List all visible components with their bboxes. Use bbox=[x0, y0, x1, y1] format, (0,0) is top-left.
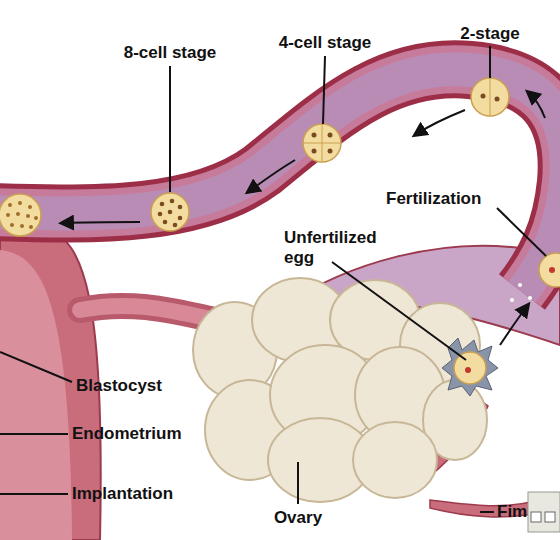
leader-line bbox=[0, 46, 546, 512]
eight-cell-embryo bbox=[151, 193, 189, 231]
stage-label: 2-stage bbox=[460, 24, 520, 44]
window-icon bbox=[528, 492, 560, 532]
two-cell-embryo bbox=[471, 78, 509, 116]
eight-cell-embryo bbox=[173, 223, 178, 228]
four-cell-embryo bbox=[312, 133, 317, 138]
four-cell-embryo bbox=[303, 124, 341, 162]
unfertilized-egg bbox=[442, 338, 498, 396]
morula bbox=[34, 216, 38, 220]
unfertilized-egg bbox=[465, 367, 471, 373]
two-cell-embryo bbox=[471, 78, 509, 116]
fallopian-tube bbox=[0, 69, 560, 292]
fertilized-egg bbox=[528, 296, 532, 300]
leader-line bbox=[0, 352, 72, 382]
leader-line bbox=[0, 493, 68, 495]
leader-line bbox=[323, 56, 325, 124]
fertilized-egg bbox=[539, 253, 560, 287]
process-label: Implantation bbox=[72, 484, 173, 504]
eight-cell-embryo bbox=[163, 220, 168, 225]
leader-line bbox=[332, 262, 466, 360]
leader-line bbox=[297, 462, 299, 504]
fallopian-tube bbox=[0, 69, 560, 292]
unfertilized-egg bbox=[442, 338, 498, 396]
four-cell-embryo bbox=[328, 133, 333, 138]
fertilized-egg bbox=[549, 267, 555, 273]
window-icon bbox=[531, 512, 541, 522]
eight-cell-embryo bbox=[178, 205, 183, 210]
eight-cell-embryo bbox=[178, 216, 183, 221]
leader-line bbox=[497, 208, 546, 256]
eight-cell-embryo bbox=[170, 199, 175, 204]
four-cell-embryo bbox=[303, 124, 341, 162]
part-label: Blastocyst bbox=[76, 376, 162, 396]
morula bbox=[18, 201, 22, 205]
fertilized-egg bbox=[510, 298, 514, 302]
morula bbox=[8, 203, 12, 207]
ovary bbox=[353, 422, 437, 498]
movement-arrow bbox=[500, 305, 528, 345]
morula bbox=[28, 205, 32, 209]
four-cell-embryo bbox=[312, 149, 317, 154]
movement-arrow bbox=[415, 110, 465, 135]
ovarian-ligament bbox=[80, 306, 215, 320]
window-icon bbox=[545, 512, 555, 522]
eight-cell-embryo bbox=[151, 193, 189, 231]
four-cell-embryo bbox=[328, 149, 333, 154]
movement-arrow bbox=[248, 160, 295, 192]
fertilized-egg bbox=[510, 253, 560, 302]
fertilized-egg bbox=[518, 283, 522, 287]
four-cell-embryo bbox=[322, 125, 323, 161]
part-label: Fim bbox=[497, 502, 527, 522]
window-icon bbox=[528, 492, 560, 532]
part-label: Endometrium bbox=[72, 424, 182, 444]
ovarian-ligament bbox=[80, 306, 215, 320]
two-cell-embryo bbox=[495, 97, 500, 102]
stage-label: 8-cell stage bbox=[124, 43, 217, 63]
leader-line bbox=[480, 511, 494, 513]
morula bbox=[0, 194, 41, 236]
movement-arrow bbox=[62, 92, 545, 345]
morula bbox=[10, 223, 14, 227]
eight-cell-embryo bbox=[160, 202, 165, 207]
leader-line bbox=[169, 66, 171, 192]
morula bbox=[6, 213, 10, 217]
fallopian-tube bbox=[0, 69, 560, 292]
two-cell-embryo bbox=[490, 79, 491, 115]
morula bbox=[16, 212, 20, 216]
stage-label: 4-cell stage bbox=[279, 33, 372, 53]
morula bbox=[0, 194, 41, 236]
part-label: Ovary bbox=[274, 508, 322, 528]
movement-arrow bbox=[62, 222, 140, 223]
part-label: Unfertilized egg bbox=[284, 228, 396, 268]
leader-line bbox=[0, 433, 68, 435]
unfertilized-egg bbox=[454, 352, 486, 384]
two-cell-embryo bbox=[481, 94, 486, 99]
movement-arrow bbox=[528, 92, 545, 118]
uterus-wall bbox=[0, 250, 72, 540]
fallopian-tube bbox=[0, 69, 560, 292]
ovary bbox=[193, 278, 487, 502]
leader-line bbox=[489, 46, 491, 78]
process-label: Fertilization bbox=[386, 189, 481, 209]
eight-cell-embryo bbox=[158, 212, 163, 217]
morula bbox=[29, 225, 33, 229]
morula bbox=[26, 214, 30, 218]
morula bbox=[20, 224, 24, 228]
eight-cell-embryo bbox=[168, 210, 173, 215]
